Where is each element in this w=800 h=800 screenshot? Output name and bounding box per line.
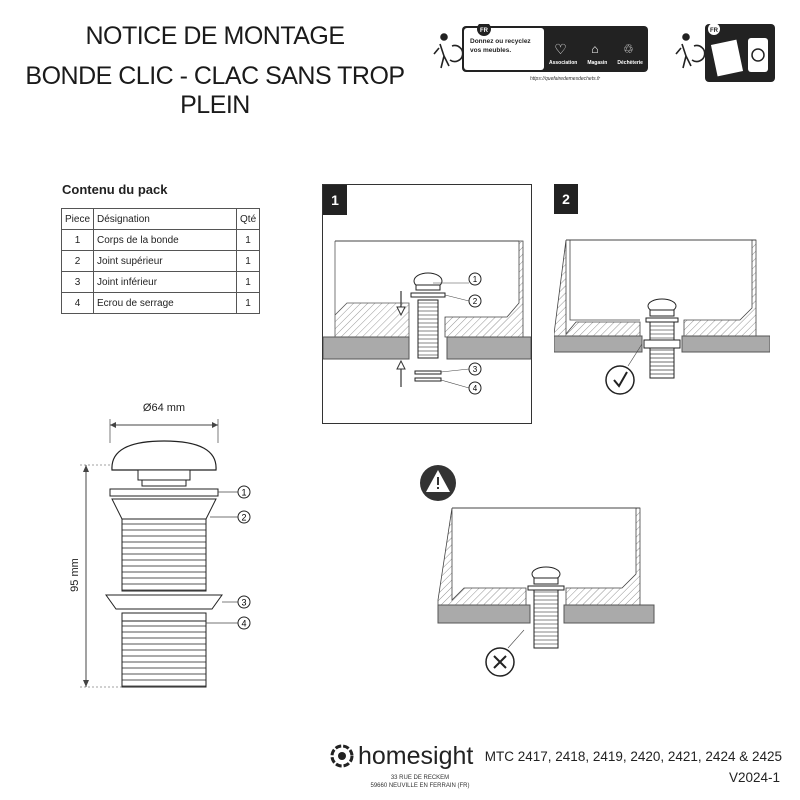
option-magasin: Magasin [587,60,608,66]
waste-icon: ♲ [622,42,634,56]
homesight-logo-icon [330,744,354,768]
recycling-info-2: FR [672,23,777,84]
recycling-info: FR Donnez ou recyclez vos meubles. ♡ ⌂ ♲… [430,22,652,86]
table-row: 4 Ecrou de serrage 1 [60,292,261,314]
shop-icon: ⌂ [591,42,599,56]
callout-2: 2 [241,513,246,523]
step-2-number: 2 [554,184,578,214]
step1-callout-2: 2 [473,297,478,306]
warning-icon [420,465,456,501]
diameter-label: Ø64 mm [143,402,185,414]
table-row: 1 Corps de la bonde 1 [60,229,261,251]
header-designation: Désignation [93,208,238,230]
address-line-1: 33 RUE DE RECKEM [390,775,450,781]
callout-3: 3 [241,598,246,608]
recycle-url[interactable]: https://quefairedemesdechets.fr [530,76,601,82]
header-piece: Piece [60,208,95,230]
svg-text:FR: FR [710,28,719,34]
option-decheterie: Déchèterie [617,60,643,66]
pack-title: Contenu du pack [62,182,168,197]
option-association: Association [549,60,578,66]
step1-callout-4: 4 [473,384,478,393]
heart-hand-icon: ♡ [554,40,567,57]
warning-panel [418,458,664,690]
step-1-panel: 1 1 [322,184,532,424]
title-line-2: BONDE CLIC - CLAC SANS TROP PLEIN [25,62,405,119]
brand-logo [330,744,354,773]
country-tag: FR [480,28,489,34]
address-line-2: 59660 NEUVILLE EN FERRAIN (FR) [370,783,470,789]
brand-name: homesight [358,742,474,770]
recycle-message: Donnez ou recyclez vos meubles. [470,38,531,54]
version-label: V2024-1 [728,770,780,785]
paper-bin-icon [710,38,768,77]
drain-diagram: Ø64 mm 95 mm 1 2 3 4 [69,402,251,688]
step-1-number: 1 [323,185,347,215]
recycle-person-icon [433,33,464,69]
table-row: 2 Joint supérieur 1 [60,250,261,272]
table-header-row: Piece Désignation Qté [60,208,261,230]
step1-callout-3: 3 [473,365,478,374]
recycle-person-icon-2 [675,33,706,69]
callout-1: 1 [241,488,246,498]
pack-table: Piece Désignation Qté 1 Corps de la bond… [60,208,261,314]
header-qty: Qté [236,208,261,230]
step-2-panel: 2 [554,184,770,404]
table-row: 3 Joint inférieur 1 [60,271,261,293]
height-label: 95 mm [69,558,81,592]
callout-4: 4 [241,619,246,629]
check-icon [605,365,635,395]
title-line-1: NOTICE DE MONTAGE [85,22,345,50]
step1-callout-1: 1 [473,275,478,284]
model-numbers: MTC 2417, 2418, 2419, 2420, 2421, 2424 &… [484,749,782,764]
